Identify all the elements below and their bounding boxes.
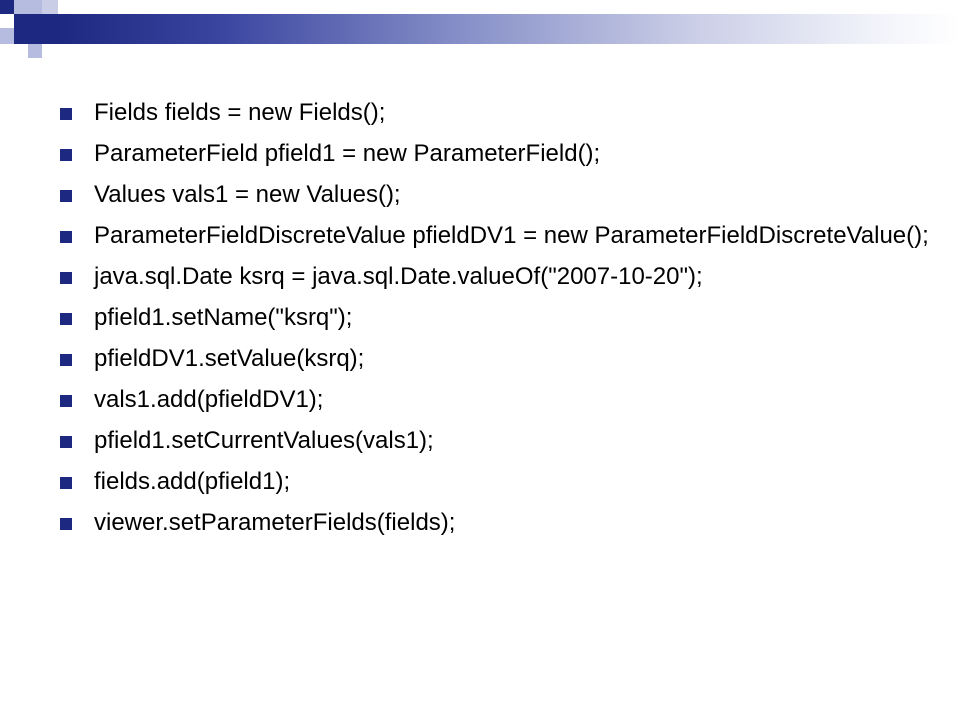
- bullet-item: java.sql.Date ksrq = java.sql.Date.value…: [60, 262, 940, 291]
- bullet-text: pfield1.setName("ksrq");: [94, 304, 353, 331]
- bullet-item: ParameterField pfield1 = new ParameterFi…: [60, 139, 940, 168]
- bullet-text: ParameterFieldDiscreteValue pfieldDV1 = …: [94, 222, 929, 249]
- code-bullet-list: Fields fields = new Fields(); ParameterF…: [60, 98, 940, 549]
- bullet-text: vals1.add(pfieldDV1);: [94, 386, 324, 413]
- bullet-text: Values vals1 = new Values();: [94, 181, 401, 208]
- bullet-item: Values vals1 = new Values();: [60, 180, 940, 209]
- bullet-item: Fields fields = new Fields();: [60, 98, 940, 127]
- bullet-text: pfieldDV1.setValue(ksrq);: [94, 345, 365, 372]
- bullet-text: pfield1.setCurrentValues(vals1);: [94, 427, 434, 454]
- square-bullet-icon: [60, 518, 72, 530]
- decor-square-lavender-left: [0, 28, 14, 44]
- bullet-item: vals1.add(pfieldDV1);: [60, 385, 940, 414]
- square-bullet-icon: [60, 477, 72, 489]
- bullet-item: viewer.setParameterFields(fields);: [60, 508, 940, 537]
- bullet-text: viewer.setParameterFields(fields);: [94, 509, 456, 536]
- square-bullet-icon: [60, 436, 72, 448]
- bullet-item: pfield1.setName("ksrq");: [60, 303, 940, 332]
- square-bullet-icon: [60, 272, 72, 284]
- bullet-item: pfieldDV1.setValue(ksrq);: [60, 344, 940, 373]
- decor-square-navy-large: [14, 14, 58, 44]
- square-bullet-icon: [60, 149, 72, 161]
- square-bullet-icon: [60, 231, 72, 243]
- bullet-item: ParameterFieldDiscreteValue pfieldDV1 = …: [60, 221, 940, 250]
- square-bullet-icon: [60, 190, 72, 202]
- decor-square-lavender-bottom: [28, 44, 42, 58]
- bullet-item: pfield1.setCurrentValues(vals1);: [60, 426, 940, 455]
- bullet-text: ParameterField pfield1 = new ParameterFi…: [94, 140, 601, 167]
- square-bullet-icon: [60, 395, 72, 407]
- square-bullet-icon: [60, 354, 72, 366]
- bullet-text: Fields fields = new Fields();: [94, 99, 386, 126]
- bullet-item: fields.add(pfield1);: [60, 467, 940, 496]
- bullet-text: fields.add(pfield1);: [94, 468, 291, 495]
- decor-square-lavender-small: [42, 0, 58, 14]
- decor-square-navy-small: [0, 0, 14, 14]
- square-bullet-icon: [60, 108, 72, 120]
- square-bullet-icon: [60, 313, 72, 325]
- bullet-text: java.sql.Date ksrq = java.sql.Date.value…: [94, 263, 703, 290]
- top-gradient-band: [58, 14, 960, 44]
